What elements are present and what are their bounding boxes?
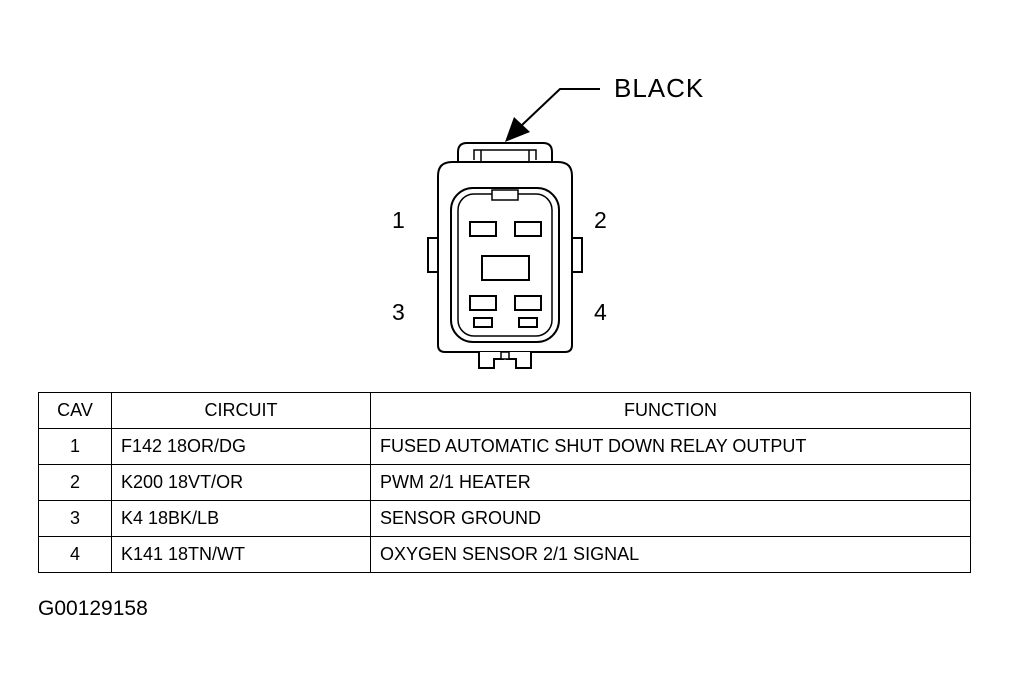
circuit-cell: F142 18OR/DG [111, 428, 371, 465]
color-leader-arrow [521, 88, 600, 126]
function-cell: FUSED AUTOMATIC SHUT DOWN RELAY OUTPUT [370, 428, 971, 465]
connector-color-label: BLACK [614, 73, 704, 103]
cavity-number-4: 4 [594, 299, 607, 325]
cavity-number-3: 3 [392, 299, 405, 325]
cav-cell: 2 [38, 464, 112, 501]
table-row: 2 K200 18VT/OR PWM 2/1 HEATER [38, 464, 971, 501]
leader-arrowhead [505, 117, 530, 142]
function-cell: PWM 2/1 HEATER [370, 464, 971, 501]
figure-id: G00129158 [38, 597, 148, 620]
header-function: FUNCTION [370, 392, 971, 429]
cav-cell: 1 [38, 428, 112, 465]
header-circuit: CIRCUIT [111, 392, 371, 429]
cavity-number-1: 1 [392, 207, 405, 233]
cav-cell: 3 [38, 500, 112, 537]
circuit-cell: K4 18BK/LB [111, 500, 371, 537]
function-cell: SENSOR GROUND [370, 500, 971, 537]
header-cav: CAV [38, 392, 112, 429]
circuit-cell: K200 18VT/OR [111, 464, 371, 501]
connector-body [427, 142, 583, 369]
table-header-row: CAV CIRCUIT FUNCTION [38, 392, 971, 429]
cav-cell: 4 [38, 536, 112, 573]
connector-diagram: BLACK 1 2 3 4 [392, 73, 704, 369]
table-row: 3 K4 18BK/LB SENSOR GROUND [38, 500, 971, 537]
cavity-number-2: 2 [594, 207, 607, 233]
table-row: 1 F142 18OR/DG FUSED AUTOMATIC SHUT DOWN… [38, 428, 971, 465]
function-cell: OXYGEN SENSOR 2/1 SIGNAL [370, 536, 971, 573]
pinout-table: CAV CIRCUIT FUNCTION 1 F142 18OR/DG FUSE… [38, 392, 971, 573]
circuit-cell: K141 18TN/WT [111, 536, 371, 573]
table-row: 4 K141 18TN/WT OXYGEN SENSOR 2/1 SIGNAL [38, 536, 971, 573]
